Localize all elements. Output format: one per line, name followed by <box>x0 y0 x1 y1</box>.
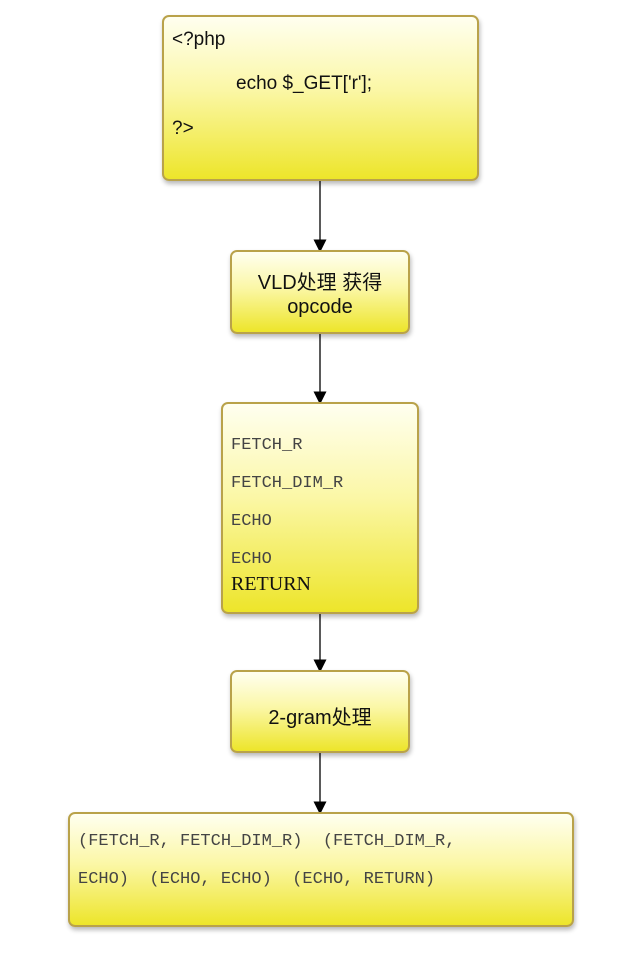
bigram-line: (FETCH_R, FETCH_DIM_R) (FETCH_DIM_R, <box>78 832 456 851</box>
vld-step-sublabel: opcode <box>287 296 353 318</box>
php-open-tag: <?php <box>172 29 226 50</box>
bigram-step-label: 2-gram处理 <box>268 707 372 729</box>
php-close-tag: ?> <box>172 118 194 139</box>
bigram-step-box: 2-gram处理 <box>230 670 410 753</box>
opcode-item: ECHO <box>231 550 272 569</box>
php-echo-line: echo $_GET['r']; <box>236 73 373 94</box>
vld-step-label: VLD处理 获得 <box>257 272 383 294</box>
opcode-list-box: FETCH_R FETCH_DIM_R ECHO ECHO RETURN <box>221 402 419 614</box>
bigram-result-box: (FETCH_R, FETCH_DIM_R) (FETCH_DIM_R, ECH… <box>68 812 574 927</box>
vld-step-box: VLD处理 获得 opcode <box>230 250 410 334</box>
opcode-item: ECHO <box>231 512 272 531</box>
php-source-box: <?php echo $_GET['r']; ?> <box>162 15 479 181</box>
opcode-item: FETCH_DIM_R <box>231 474 344 493</box>
opcode-item: FETCH_R <box>231 436 303 455</box>
bigram-line: ECHO) (ECHO, ECHO) (ECHO, RETURN) <box>78 870 436 889</box>
opcode-return: RETURN <box>231 573 311 595</box>
